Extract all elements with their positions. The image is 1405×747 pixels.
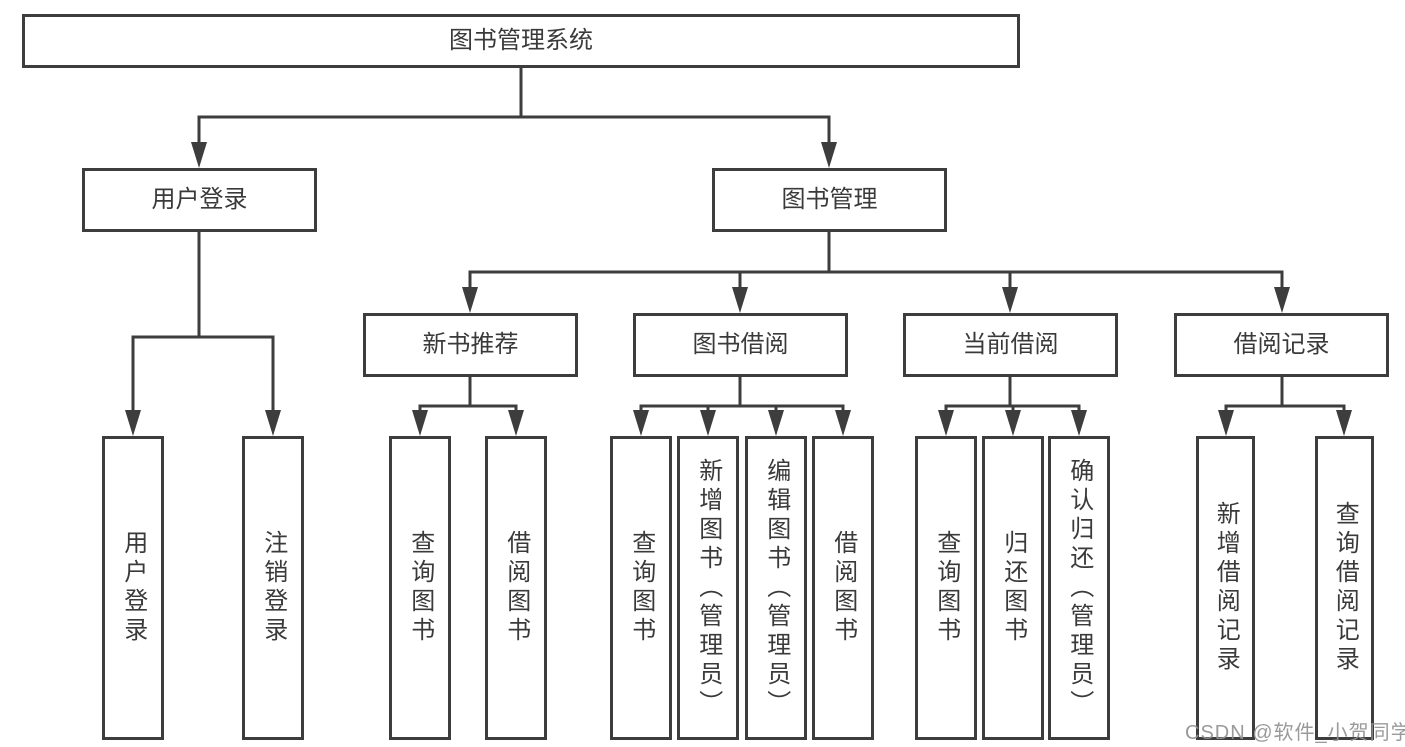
node-library-management-system: 图书管理系统 [22, 14, 1020, 68]
node-user-login: 用户登录 [82, 168, 317, 232]
node-label: 新书推荐 [422, 331, 519, 359]
node-label: 查询图书 [406, 530, 434, 646]
node-borrowing-records: 借阅记录 [1174, 313, 1389, 377]
leaf-query-books-recommend: 查询图书 [389, 436, 451, 740]
node-label: 图书借阅 [692, 331, 789, 359]
leaf-logout: 注销登录 [242, 436, 304, 740]
node-label: 借阅图书 [829, 530, 857, 646]
leaf-return-books: 归还图书 [982, 436, 1044, 740]
leaf-user-login: 用户登录 [102, 436, 164, 740]
node-label: 当前借阅 [962, 331, 1059, 359]
node-book-management: 图书管理 [712, 168, 947, 232]
node-label: 图书管理 [781, 186, 878, 214]
node-label: 借阅记录 [1233, 331, 1330, 359]
node-label: 图书管理系统 [449, 27, 593, 55]
node-label: 借阅图书 [502, 530, 530, 646]
node-new-book-recommendation: 新书推荐 [363, 313, 578, 377]
csdn-watermark: CSDN @软件_小贺同学 [1185, 722, 1405, 744]
leaf-confirm-return-admin: 确认归还（管理员） [1048, 436, 1110, 740]
node-label: 查询图书 [932, 530, 960, 646]
node-label: 用户登录 [151, 186, 248, 214]
node-label: 用户登录 [119, 530, 147, 646]
node-label: 新增借阅记录 [1212, 501, 1240, 675]
node-label: 查询借阅记录 [1331, 501, 1359, 675]
node-label: 归还图书 [999, 530, 1027, 646]
leaf-query-books-borrow: 查询图书 [610, 436, 672, 740]
node-label: 注销登录 [259, 530, 287, 646]
leaf-add-book-admin: 新增图书（管理员） [677, 436, 739, 740]
leaf-query-borrow-record: 查询借阅记录 [1315, 436, 1374, 740]
leaf-borrow-books-borrow: 借阅图书 [812, 436, 874, 740]
leaf-add-borrow-record: 新增借阅记录 [1196, 436, 1255, 740]
node-label: 编辑图书（管理员） [762, 457, 790, 719]
node-label: 查询图书 [627, 530, 655, 646]
node-book-borrowing: 图书借阅 [633, 313, 848, 377]
node-label: 确认归还（管理员） [1065, 457, 1093, 719]
node-label: 新增图书（管理员） [694, 457, 722, 719]
leaf-query-books-current: 查询图书 [915, 436, 977, 740]
node-current-borrowing: 当前借阅 [903, 313, 1118, 377]
leaf-borrow-books-recommend: 借阅图书 [485, 436, 547, 740]
arrowheads [125, 142, 1352, 436]
leaf-edit-book-admin: 编辑图书（管理员） [745, 436, 807, 740]
